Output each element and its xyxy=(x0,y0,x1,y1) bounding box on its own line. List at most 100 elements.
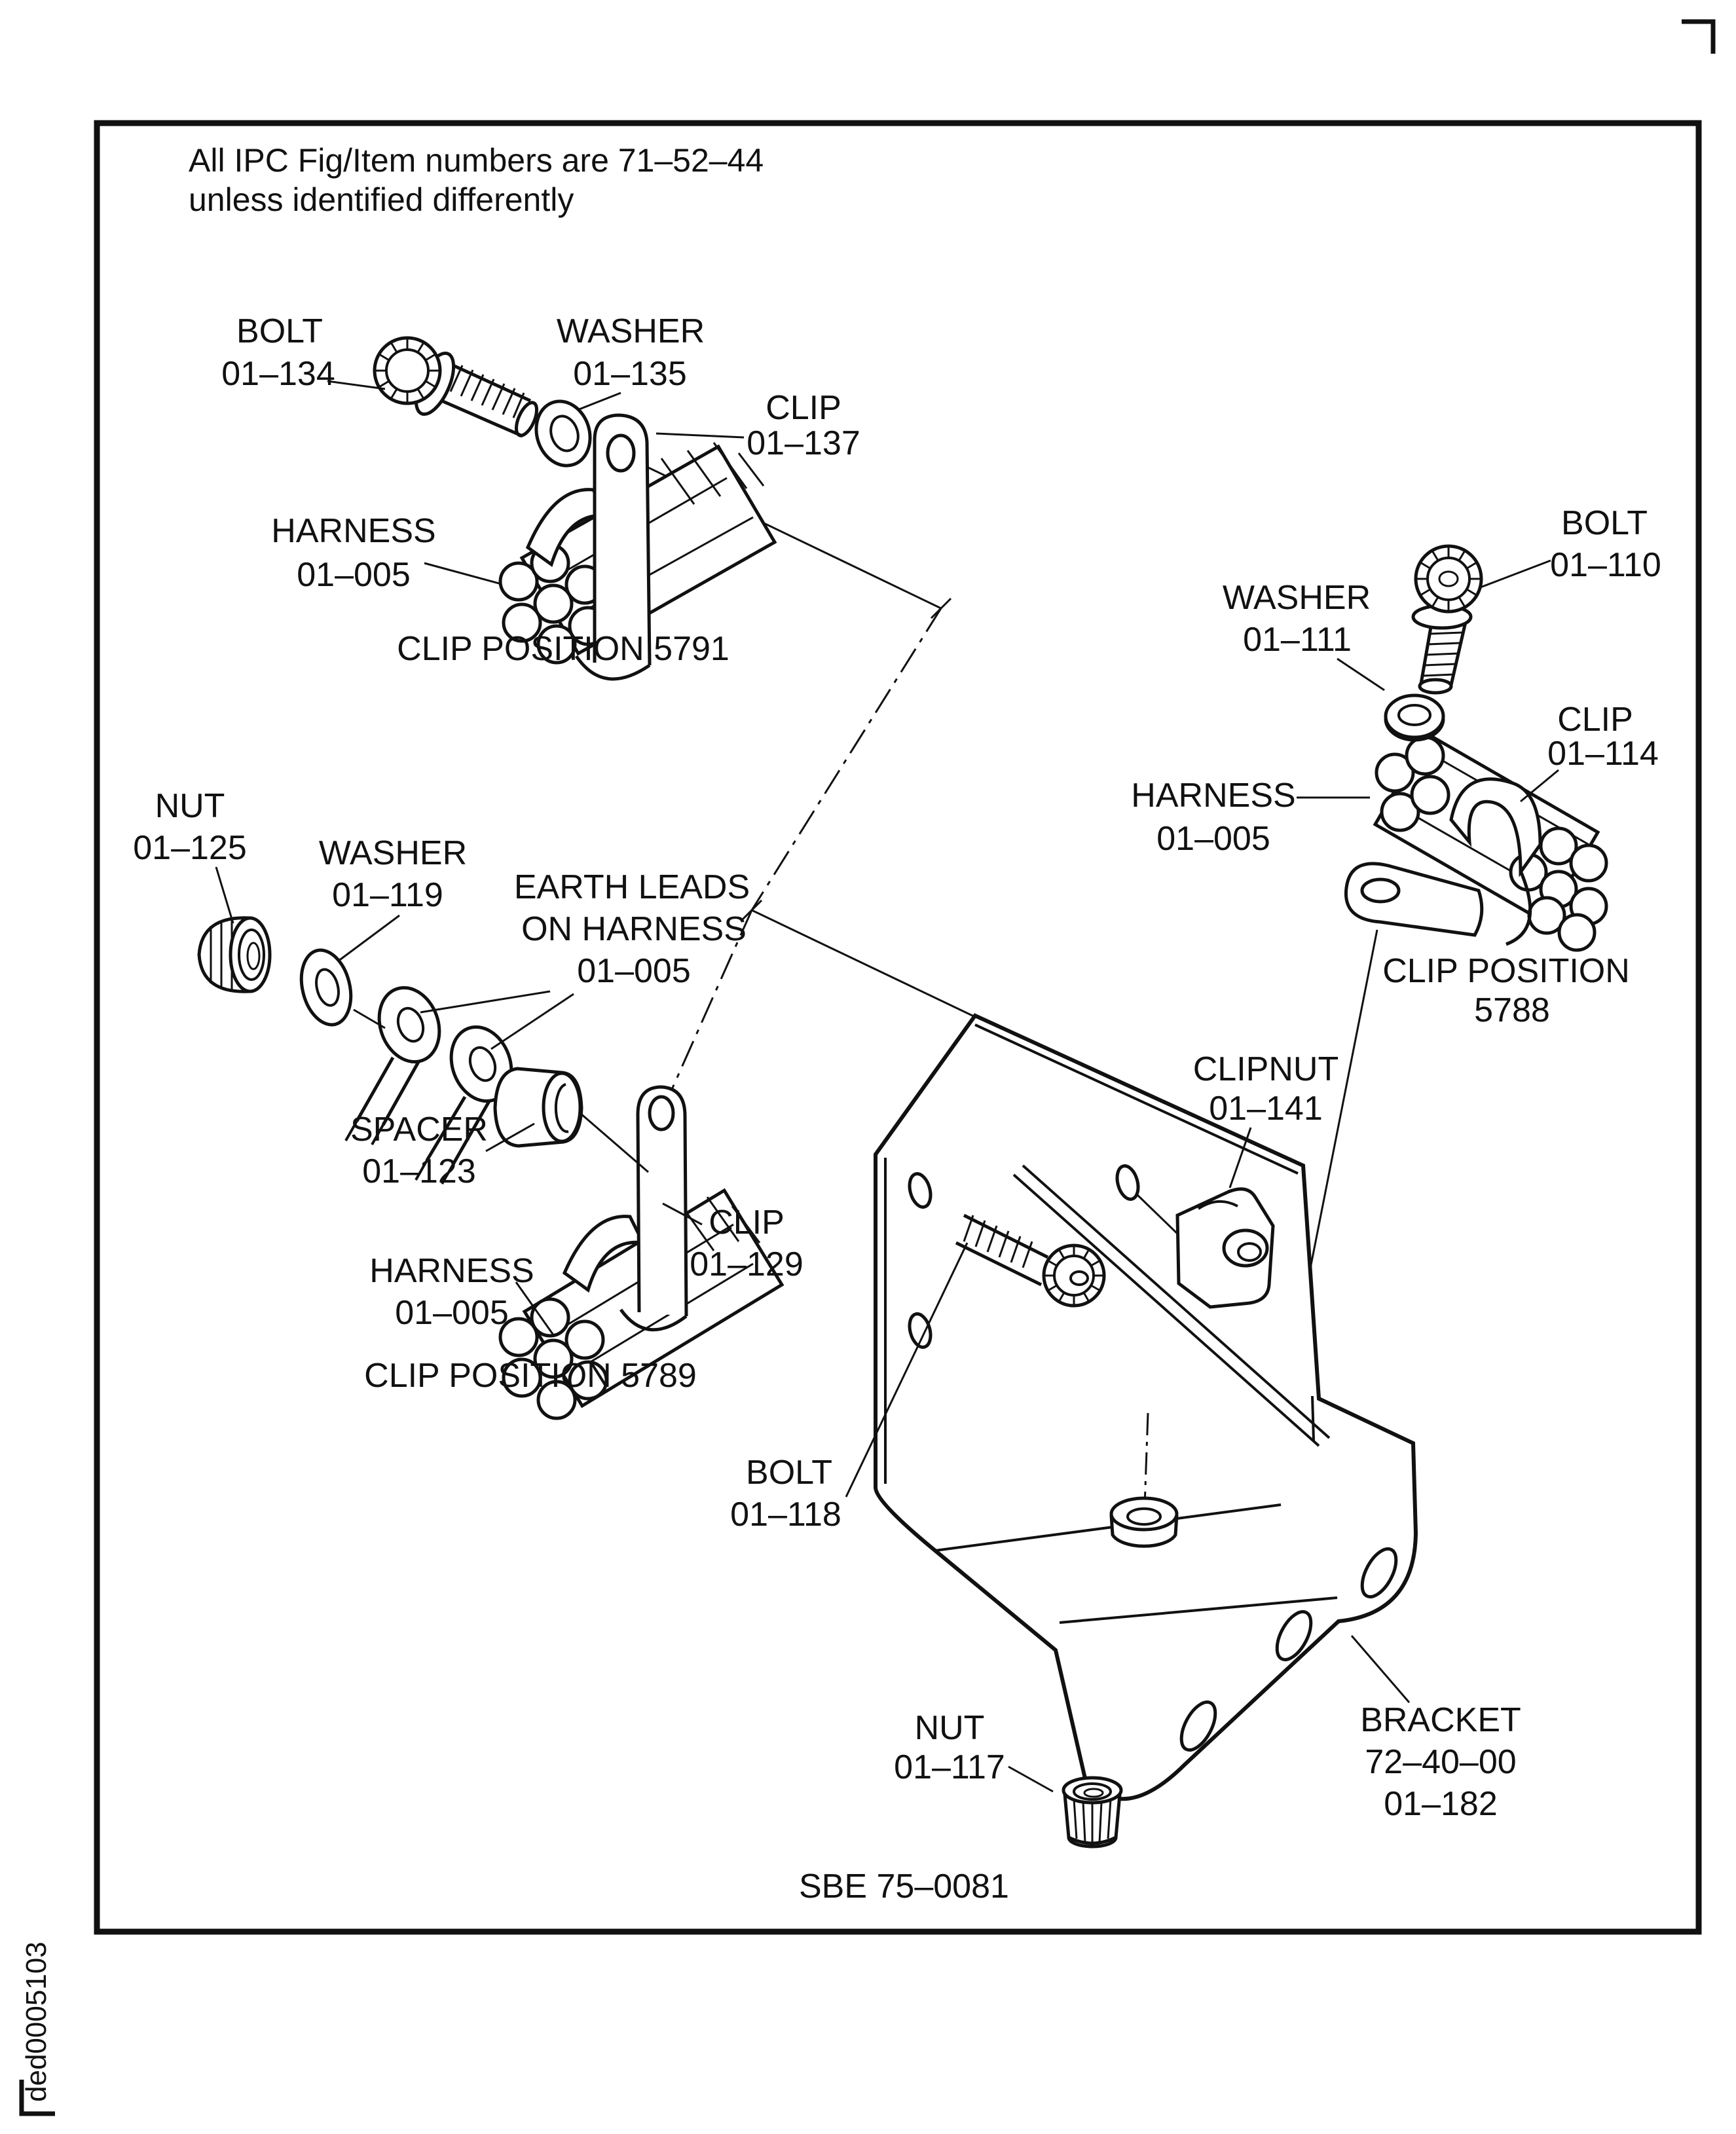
clip-137-part-label: CLIP xyxy=(766,389,841,427)
bolt-134-part-label: BOLT xyxy=(236,312,323,350)
group-clip-position-5789: NUT 01–125 WASHER 01–119 EARTH LEADS ON … xyxy=(133,787,803,1420)
spacer-123-part-label: SPACER xyxy=(350,1111,488,1149)
washer-111-leader xyxy=(1337,657,1385,691)
earth-leads-leader-2 xyxy=(490,993,574,1050)
bolt-134-threads xyxy=(449,365,525,418)
bolt-110-spline xyxy=(1416,546,1481,612)
page-frame xyxy=(19,19,1716,2116)
washer-119-drawing xyxy=(299,948,353,1027)
clip-114-hook xyxy=(1505,870,1532,946)
axis-dash-1 xyxy=(353,1008,386,1029)
clip-137-leader xyxy=(656,432,745,439)
bolt-110-leader xyxy=(1478,559,1551,589)
bolt-134-drawing xyxy=(373,336,539,438)
ipc-note-line2: unless identified differently xyxy=(189,181,574,218)
clip-129-item-label: 01–129 xyxy=(690,1245,803,1283)
harness-5788-part-label: HARNESS xyxy=(1131,777,1295,815)
harness-5791-hatch xyxy=(660,442,765,505)
nut-125-leader xyxy=(215,866,234,924)
clip-114-leader xyxy=(1520,769,1559,803)
axis-dash-2 xyxy=(580,1112,649,1173)
bolt-110-threads xyxy=(1422,631,1462,677)
figure-code: SBE 75–0081 xyxy=(799,1867,1009,1905)
bolt-134-leader xyxy=(327,380,386,390)
washer-135-part-label: WASHER xyxy=(557,312,705,350)
harness-5791-part-label: HARNESS xyxy=(271,512,435,550)
nut-125-item-label: 01–125 xyxy=(133,829,247,867)
doc-id: ded0005103 xyxy=(20,1941,52,2102)
nut-117-item-label: 01–117 xyxy=(894,1748,1005,1786)
bracket-item-label: 01–182 xyxy=(1384,1785,1498,1823)
washer-111-part-label: WASHER xyxy=(1223,579,1371,617)
clip-137-hole xyxy=(606,433,636,473)
bolt-134-item-label: 01–134 xyxy=(221,355,335,393)
clip-137-item-label: 01–137 xyxy=(747,424,860,462)
clip-114-item-label: 01–114 xyxy=(1547,735,1659,773)
clip-137-drawing xyxy=(525,413,652,681)
harness-5788-item-label: 01–005 xyxy=(1156,820,1270,858)
bracket-chapter-label: 72–40–00 xyxy=(1365,1743,1516,1781)
bracket-part-label: BRACKET xyxy=(1360,1701,1521,1739)
group-clip-position-5788: BOLT 01–110 WASHER 01–111 CLIP 01–114 HA… xyxy=(1131,504,1661,1029)
clip-114-drawing xyxy=(1344,777,1542,946)
nut-117-drawing xyxy=(1062,1776,1123,1849)
bolt-118-item-label: 01–118 xyxy=(730,1496,841,1534)
ipc-note-line1: All IPC Fig/Item numbers are 71–52–44 xyxy=(189,142,764,179)
harness-5789-item-label: 01–005 xyxy=(395,1294,509,1332)
bolt-118-leader xyxy=(845,1242,969,1498)
nut-125-part-label: NUT xyxy=(155,787,225,825)
clip-position-5788-caption-line1: CLIP POSITION xyxy=(1382,952,1630,990)
washer-119-leader xyxy=(337,914,400,963)
clip-129-part-label: CLIP xyxy=(709,1204,785,1242)
clipnut-141-leader xyxy=(1228,1127,1252,1188)
diagram-border xyxy=(94,120,1702,1935)
clip-129-saddle xyxy=(562,1215,646,1293)
ipc-note: All IPC Fig/Item numbers are 71–52–44 un… xyxy=(189,142,764,218)
clip-114-tab-hole xyxy=(1360,877,1401,904)
crop-mark-bottom-left xyxy=(19,2080,55,2116)
washer-135-item-label: 01–135 xyxy=(573,355,687,393)
spacer-123-item-label: 01–123 xyxy=(362,1152,476,1190)
washer-111-item-label: 01–111 xyxy=(1243,621,1352,659)
clip-137-strap xyxy=(593,413,652,666)
harness-5791-item-label: 01–005 xyxy=(297,556,411,594)
washer-135-drawing xyxy=(534,399,592,468)
group-clip-position-5791: BOLT 01–134 WASHER 01–135 CLIP 01–137 HA… xyxy=(221,312,860,681)
bracket-boss xyxy=(1109,1412,1179,1548)
bolt-118-threads xyxy=(963,1215,1033,1268)
bolt-118-part-label: BOLT xyxy=(746,1454,832,1492)
clip-114-part-label: CLIP xyxy=(1557,701,1633,739)
bolt-110-drawing xyxy=(1411,544,1483,695)
spacer-123-drawing xyxy=(493,1067,583,1148)
washer-119-item-label: 01–119 xyxy=(332,876,443,914)
clipnut-141-drawing xyxy=(1175,1187,1275,1309)
bracket-holes xyxy=(908,1164,1398,1752)
bracket-outline xyxy=(874,1013,1418,1801)
harness-5789-leader xyxy=(515,1281,555,1336)
washer-135-leader xyxy=(577,392,621,411)
clip-129-drawing xyxy=(562,1085,688,1332)
earth-leads-item-label: 01–005 xyxy=(577,952,691,990)
earth-leads-leader-1 xyxy=(420,990,551,1014)
nut-125-drawing xyxy=(197,916,272,993)
clip-137-wrap xyxy=(574,655,651,681)
bolt-118-drawing xyxy=(955,1213,1106,1308)
clip-114-band xyxy=(1449,777,1542,877)
clip-position-5788-caption-line2: 5788 xyxy=(1474,991,1550,1029)
clipnut-hole-line xyxy=(1136,1193,1180,1236)
bolt-134-spline xyxy=(375,338,440,403)
nut-117-knurl xyxy=(1073,1799,1112,1844)
clip-position-5791-caption: CLIP POSITION 5791 xyxy=(397,630,729,668)
bracket-leader xyxy=(1350,1635,1411,1703)
bolt-110-part-label: BOLT xyxy=(1561,504,1648,542)
crop-mark-top-right xyxy=(1682,19,1716,54)
harness-5789-wires xyxy=(498,1297,608,1420)
nut-117-leader xyxy=(1008,1765,1054,1793)
clip-129-hole xyxy=(648,1095,675,1131)
bracket-assembly: CLIPNUT 01–141 BOLT 01–118 NUT 01–117 BR… xyxy=(730,1013,1521,1849)
clipnut-141-item-label: 01–141 xyxy=(1209,1090,1323,1128)
harness-5789-part-label: HARNESS xyxy=(369,1252,534,1290)
bolt-110-item-label: 01–110 xyxy=(1550,546,1661,584)
bolt-118-spline xyxy=(1044,1245,1104,1306)
clipnut-141-part-label: CLIPNUT xyxy=(1193,1050,1339,1088)
